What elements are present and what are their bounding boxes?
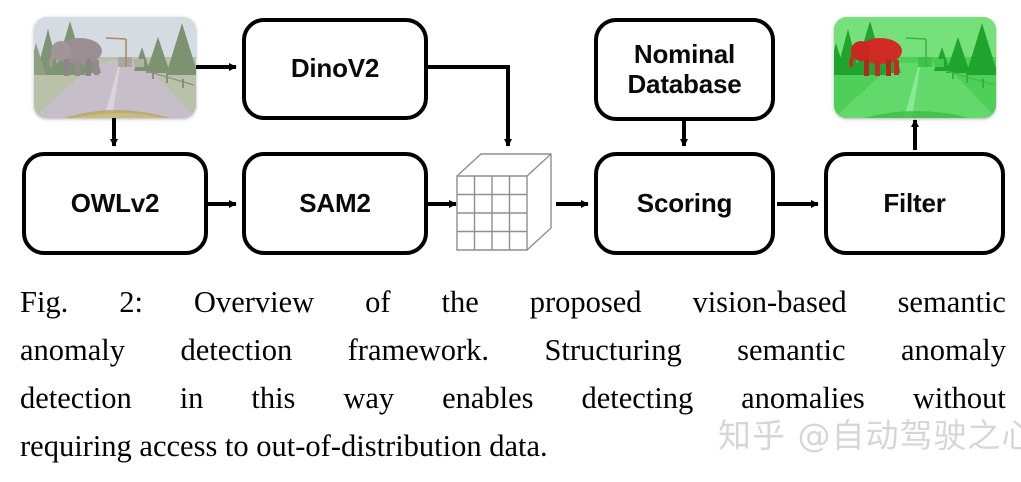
caption-word: 2: — [119, 285, 143, 319]
elephant-silhouette — [49, 38, 102, 76]
caption-word: this — [251, 381, 296, 415]
diagram-connectors-layer — [109, 62, 920, 251]
feature-cube-edge-top-right — [526, 153, 552, 177]
caption-word: way — [343, 381, 395, 415]
output-anomaly-highlight-image — [834, 17, 996, 118]
caption-word: the — [441, 285, 479, 319]
node-sam2[interactable]: SAM2 — [242, 152, 428, 255]
caption-word: Fig. — [20, 285, 69, 319]
node-filter[interactable]: Filter — [824, 152, 1005, 255]
caption-word: detecting — [581, 381, 694, 415]
feature-cube — [456, 153, 552, 251]
node-filter-label: Filter — [883, 187, 946, 218]
caption-word: proposed — [529, 285, 642, 319]
caption-word: in — [179, 381, 204, 415]
node-owlv2[interactable]: OWLv2 — [22, 152, 208, 255]
node-dinov2[interactable]: DinoV2 — [242, 18, 428, 120]
caption-word: anomaly — [20, 333, 126, 367]
arrow-dinov2-to-cube — [427, 65, 513, 147]
caption-word: semantic — [737, 333, 846, 367]
caption-word: detection — [180, 333, 293, 367]
input-driving-scene-image — [34, 17, 196, 118]
caption-word: vision-based — [692, 285, 847, 319]
output-image-art — [834, 17, 996, 118]
anomaly-elephant-red — [849, 38, 902, 76]
arrow-group — [109, 62, 920, 209]
caption-line-2: anomaly detection framework. Structuring… — [20, 326, 1006, 374]
caption-word: detection — [20, 381, 132, 415]
caption-word: framework. — [347, 333, 490, 367]
node-nominal-database-label: Nominal Database — [627, 38, 742, 99]
figure-caption: Fig. 2: Overview of the proposed vision-… — [20, 278, 1006, 470]
caption-word: anomalies — [741, 381, 865, 415]
caption-line-1: Fig. 2: Overview of the proposed vision-… — [20, 278, 1006, 326]
caption-word: enables — [442, 381, 534, 415]
caption-word: of — [365, 285, 391, 319]
input-image-art — [34, 17, 196, 118]
node-scoring[interactable]: Scoring — [594, 152, 775, 255]
caption-line-4: requiring access to out-of-distribution … — [20, 429, 548, 463]
caption-word: anomaly — [900, 333, 1006, 367]
node-sam2-label: SAM2 — [299, 187, 371, 218]
caption-line-3: detection in this way enables detecting … — [20, 374, 1006, 422]
caption-word: Overview — [193, 285, 315, 319]
node-nominal-database[interactable]: Nominal Database — [594, 18, 775, 121]
pipeline-diagram: DinoV2 OWLv2 SAM2 Nominal Database Scori… — [22, 17, 1005, 255]
node-owlv2-label: OWLv2 — [70, 187, 160, 218]
caption-word: without — [912, 381, 1006, 415]
caption-word: semantic — [897, 285, 1006, 319]
node-scoring-label: Scoring — [636, 187, 733, 218]
caption-word: Structuring — [544, 333, 682, 367]
node-dinov2-label: DinoV2 — [290, 53, 380, 84]
